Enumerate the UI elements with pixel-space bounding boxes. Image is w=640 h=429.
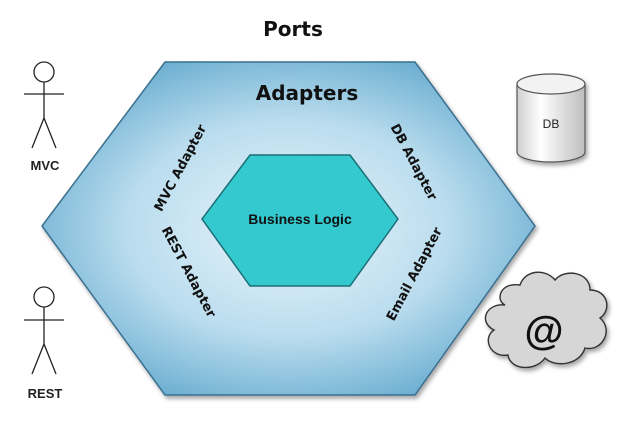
database-icon [516, 73, 586, 163]
database-label: DB [543, 117, 560, 131]
adapters-label: Adapters [256, 81, 359, 105]
business-logic-label: Business Logic [248, 211, 352, 227]
mvc-actor-icon [24, 61, 64, 149]
business-logic-hexagon [201, 154, 399, 287]
rest-actor-label: REST [28, 386, 63, 401]
email-at-symbol: @ [524, 309, 563, 353]
mvc-actor-label: MVC [31, 158, 61, 173]
email-cloud-icon [484, 271, 608, 369]
rest-actor-icon [24, 286, 64, 375]
diagram-title: Ports [263, 17, 323, 41]
